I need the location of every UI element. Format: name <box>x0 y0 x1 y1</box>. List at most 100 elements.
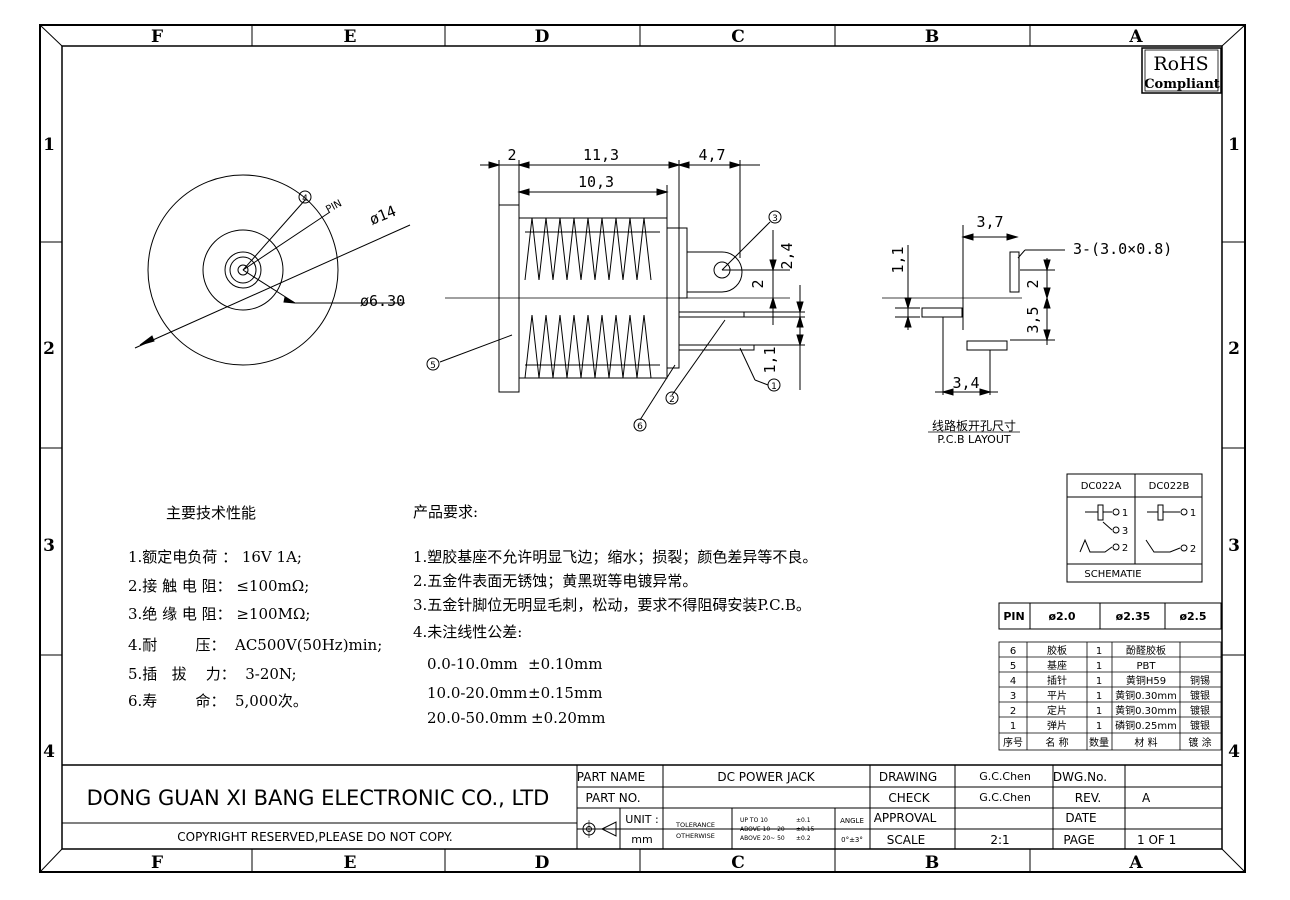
svg-text:黄铜0.30mm: 黄铜0.30mm <box>1115 689 1177 702</box>
specs: 主要技术性能 1.额定电负荷 ： 16V 1A; 2.接 触 电 阻： ≤100… <box>128 504 382 710</box>
check-label: CHECK <box>888 791 930 805</box>
row-label-left-4: 4 <box>43 742 55 762</box>
schematic-a-pin-2: 2 <box>1122 543 1128 554</box>
row-label-right-3: 3 <box>1228 536 1240 556</box>
requirement-item: 2.五金件表面无锈蚀；黄黑斑等电镀异常。 <box>413 572 697 590</box>
spec-item: 5.插 拔 力： 3-20N; <box>128 665 297 683</box>
col-label-top-b: B <box>925 27 939 47</box>
col-label-bottom-e: E <box>344 853 357 873</box>
requirement-item: 3.五金针脚位无明显毛刺，松动，要求不得阻碍安装P.C.B。 <box>413 596 811 614</box>
dim-1-1: 1,1 <box>761 346 779 373</box>
col-label-top-e: E <box>344 27 357 47</box>
front-view-labels: 4 PIN ø14 ø6.30 <box>302 194 405 310</box>
svg-text:名 称: 名 称 <box>1045 736 1068 749</box>
svg-text:1: 1 <box>1096 721 1102 732</box>
col-label-bottom-c: C <box>731 853 745 873</box>
svg-text:1: 1 <box>1096 661 1102 672</box>
dwg-no-label: DWG.No. <box>1053 770 1107 784</box>
dim-dia-14: ø14 <box>367 202 399 229</box>
svg-text:插针: 插针 <box>1047 674 1067 687</box>
dim-3-4: 3,4 <box>952 374 979 392</box>
tolerance-label-2: OTHERWISE <box>676 832 715 840</box>
svg-text:基座: 基座 <box>1047 659 1067 672</box>
scale-value: 2:1 <box>990 833 1009 847</box>
pin-2-35: ø2.35 <box>1116 610 1151 623</box>
dim-3-7: 3,7 <box>976 213 1003 231</box>
unit-value: mm <box>631 833 652 846</box>
pin-2-0: ø2.0 <box>1048 610 1075 623</box>
balloon-5: 5 <box>430 361 436 371</box>
svg-text:材 料: 材 料 <box>1134 736 1157 749</box>
svg-text:序号: 序号 <box>1003 736 1023 749</box>
schematic-col-a: DC022A <box>1081 481 1122 492</box>
svg-text:铜锡: 铜锡 <box>1190 674 1210 687</box>
pin-header: PIN <box>1003 610 1024 623</box>
row-label-left-1: 1 <box>43 135 55 155</box>
pin-label: PIN <box>324 198 344 215</box>
col-label-top-a: A <box>1128 27 1143 47</box>
dim-10-3: 10,3 <box>578 173 614 191</box>
svg-text:2: 2 <box>1010 706 1016 717</box>
svg-text:黄铜H59: 黄铜H59 <box>1126 674 1166 687</box>
schematic-labels: DC022A DC022B SCHEMATIE 1 3 2 1 2 <box>1081 481 1197 580</box>
frame-labels: F E D C B A F E D C B A 1 2 3 4 1 2 3 4 <box>43 27 1240 873</box>
schematic-b-pin-2: 2 <box>1190 544 1196 555</box>
page-value: 1 OF 1 <box>1137 833 1176 847</box>
dim-dia-6-30: ø6.30 <box>360 292 405 310</box>
svg-text:黄铜0.30mm: 黄铜0.30mm <box>1115 704 1177 717</box>
svg-text:6: 6 <box>1010 646 1016 657</box>
schematic-a-pin-3: 3 <box>1122 526 1128 537</box>
row-label-right-2: 2 <box>1228 339 1240 359</box>
side-view-labels: 2 11,3 4,7 10,3 2,4 2 1,1 3 5 6 2 1 <box>430 146 796 432</box>
tolerance-label-1: TOLERANCE <box>675 821 715 829</box>
col-label-bottom-f: F <box>151 853 163 873</box>
unit-label: UNIT : <box>625 813 658 826</box>
part-name-label: PART NAME <box>577 770 645 784</box>
svg-text:磷铜0.25mm: 磷铜0.25mm <box>1115 719 1177 732</box>
drawing-value: G.C.Chen <box>979 770 1031 783</box>
svg-text:镀 涂: 镀 涂 <box>1188 736 1211 749</box>
bom-table <box>998 641 1222 751</box>
dim-4-7: 4,7 <box>698 146 725 164</box>
pcb-layout <box>882 225 1065 433</box>
col-label-top-f: F <box>151 27 163 47</box>
col-label-top-c: C <box>731 27 745 47</box>
balloon-1: 1 <box>771 382 777 392</box>
svg-text:1: 1 <box>1010 721 1016 732</box>
check-value: G.C.Chen <box>979 791 1031 804</box>
tolerance-range: 0.0-10.0mm <box>427 655 518 673</box>
svg-text:弹片: 弹片 <box>1047 719 1067 732</box>
svg-text:3: 3 <box>1010 691 1016 702</box>
col-label-bottom-d: D <box>535 853 550 873</box>
dim-2: 2 <box>507 146 516 164</box>
schematic-box <box>1066 473 1203 583</box>
svg-text:镀银: 镀银 <box>1190 719 1210 732</box>
tolerance-range: 20.0-50.0mm <box>427 709 527 727</box>
date-label: DATE <box>1065 811 1096 825</box>
pcb-caption-en: P.C.B LAYOUT <box>937 433 1011 446</box>
schematic-a-pin-1: 1 <box>1122 508 1128 519</box>
bom-header-row: 序号名 称数量材 料镀 涂 <box>1003 736 1212 749</box>
dim-2-side: 2 <box>749 279 767 288</box>
svg-text:4: 4 <box>1010 676 1016 687</box>
schematic-caption: SCHEMATIE <box>1084 569 1141 580</box>
dim-1-1-pcb: 1,1 <box>889 246 907 273</box>
pin-table-labels: PIN ø2.0 ø2.35 ø2.5 <box>1003 610 1206 623</box>
tol-row-2-value: ±0.15 <box>796 826 815 833</box>
balloon-4: 4 <box>302 194 308 204</box>
rohs-badge: RoHS Compliant <box>1141 47 1222 94</box>
svg-text:镀银: 镀银 <box>1190 689 1210 702</box>
rev-value: A <box>1142 791 1151 805</box>
requirement-item: 4.未注线性公差: <box>413 623 522 641</box>
front-view <box>134 174 411 366</box>
svg-text:酚醛胶板: 酚醛胶板 <box>1126 644 1166 657</box>
spec-item: 2.接 触 电 阻： ≤100mΩ; <box>128 577 309 595</box>
part-name: DC POWER JACK <box>717 770 815 784</box>
approval-label: APPROVAL <box>874 811 937 825</box>
